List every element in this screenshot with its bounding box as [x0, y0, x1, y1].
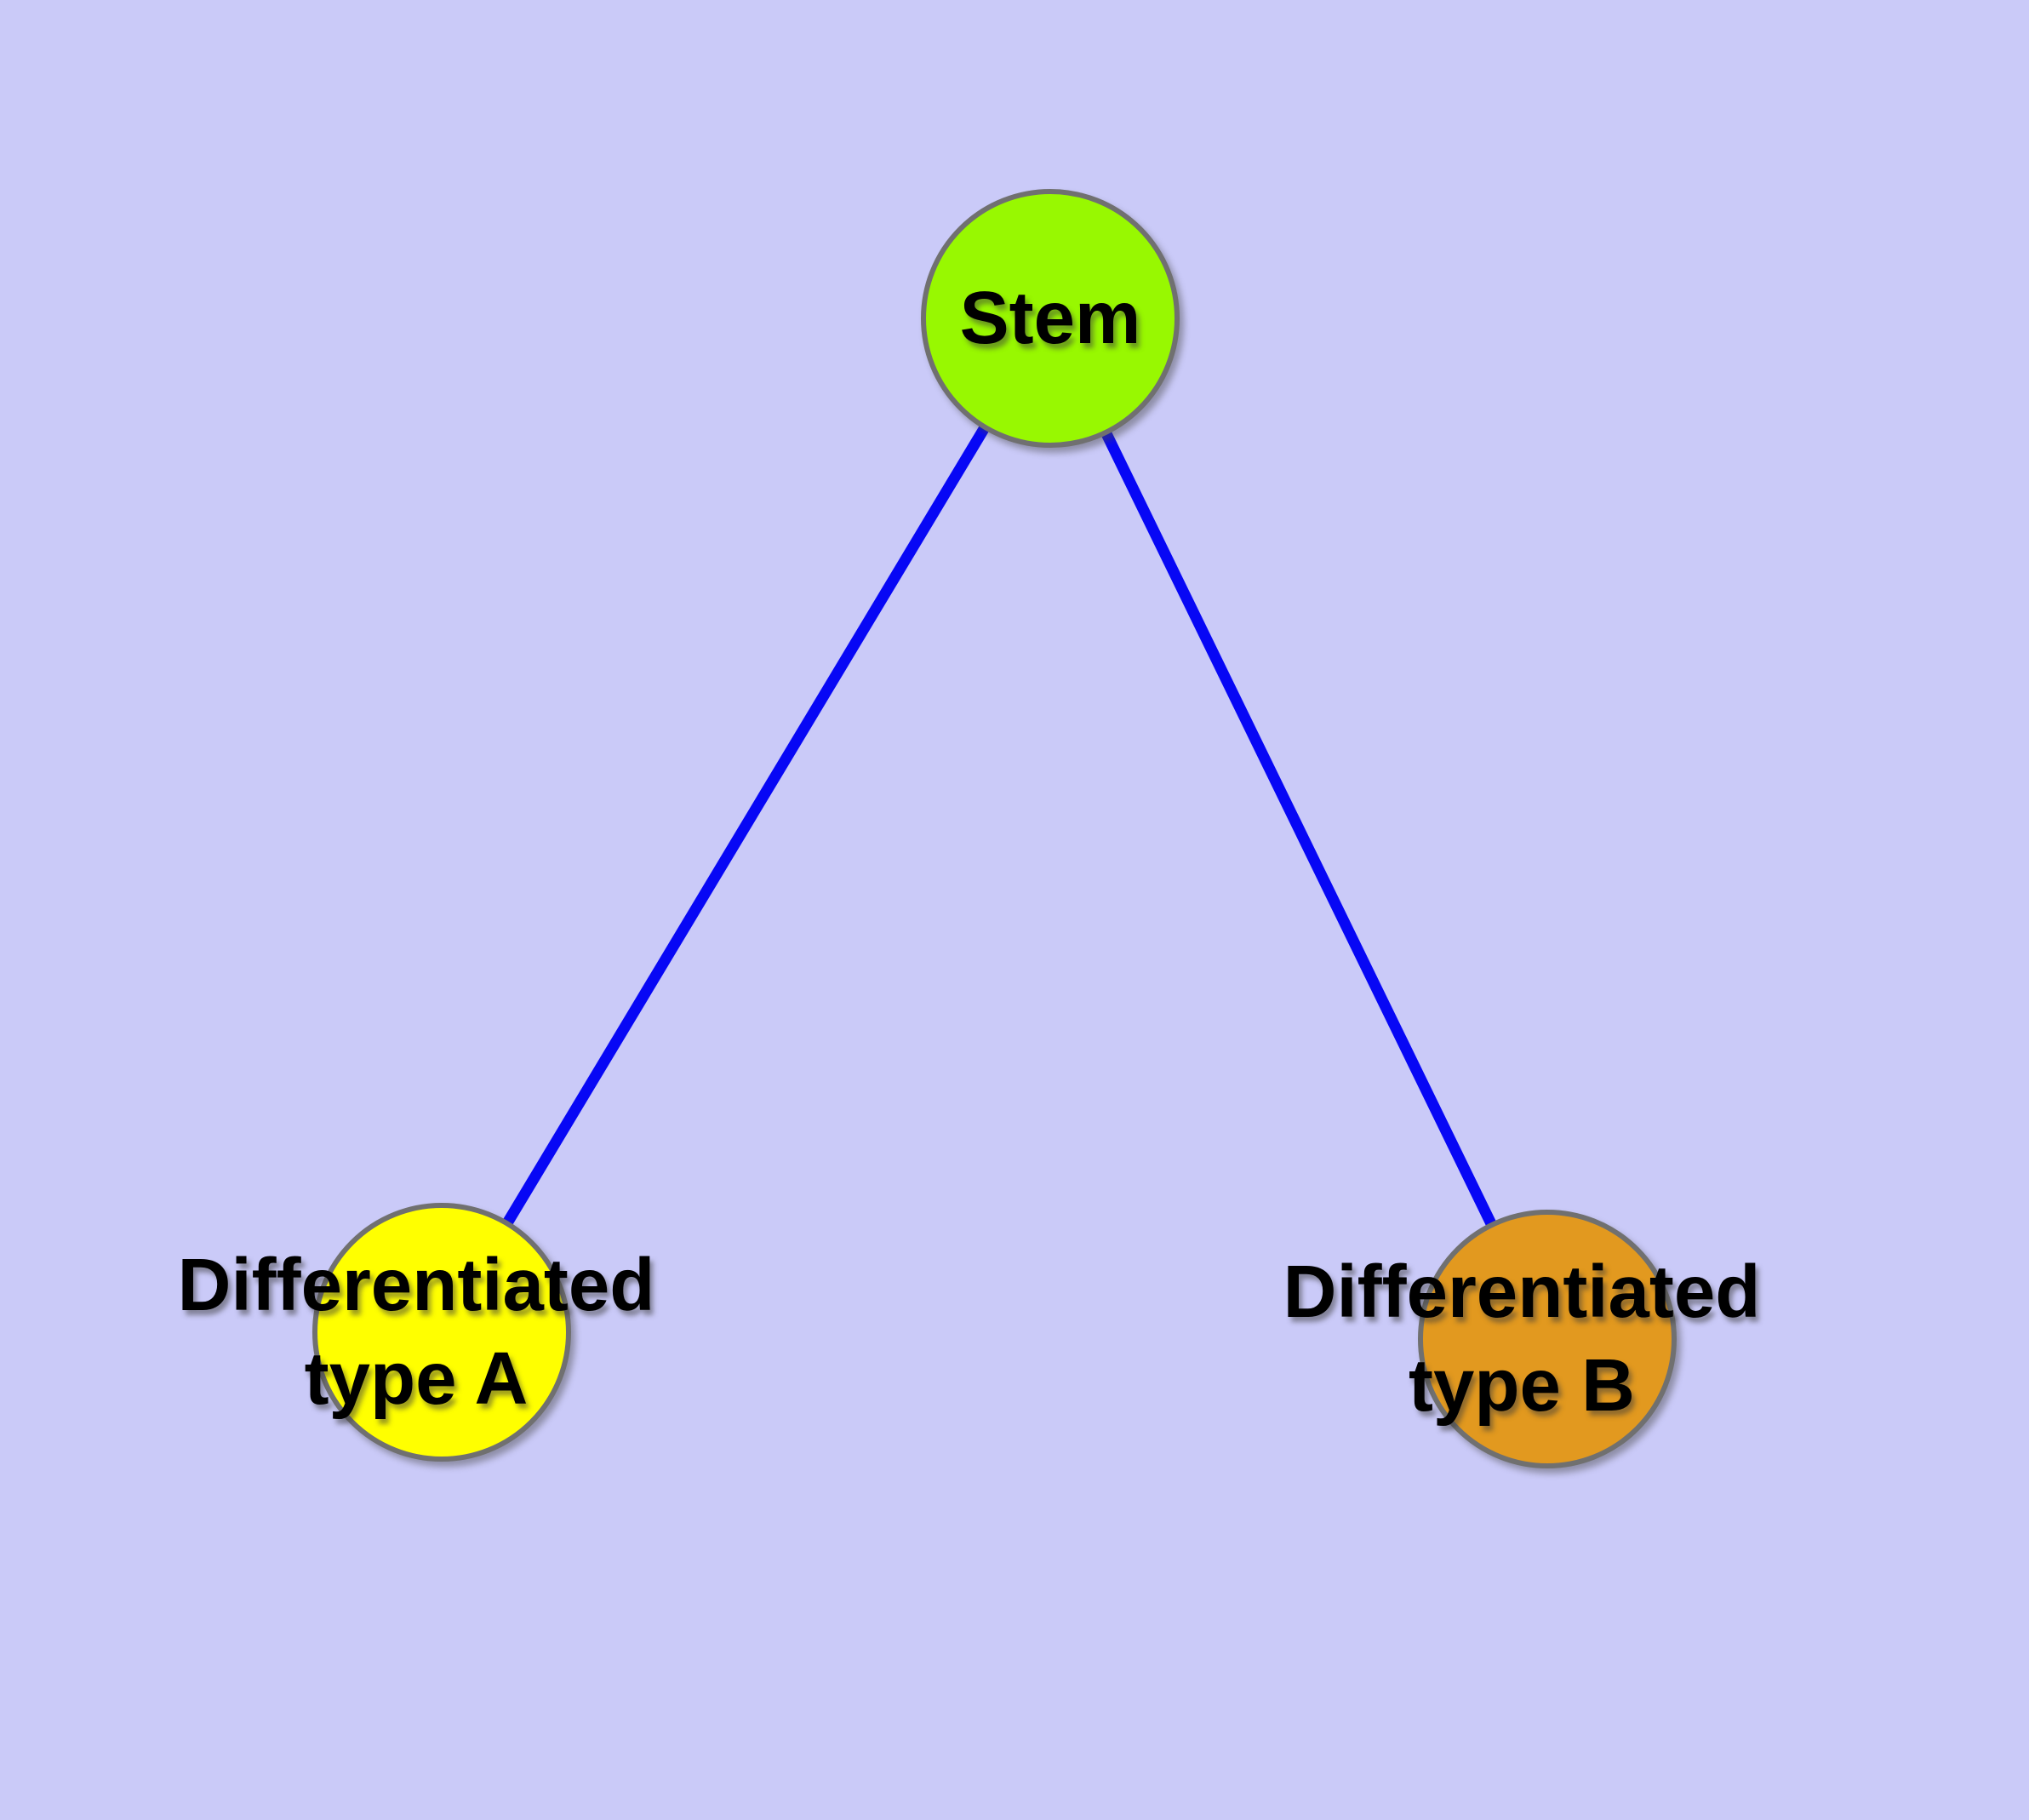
node-circle-stem — [921, 189, 1180, 448]
edge-stem-to-differentiated-type-a — [437, 315, 1055, 1336]
edge-stem-to-differentiated-type-b — [1045, 316, 1552, 1342]
node-circle-differentiated-type-a — [312, 1203, 571, 1462]
node-circle-differentiated-type-b — [1418, 1210, 1677, 1468]
